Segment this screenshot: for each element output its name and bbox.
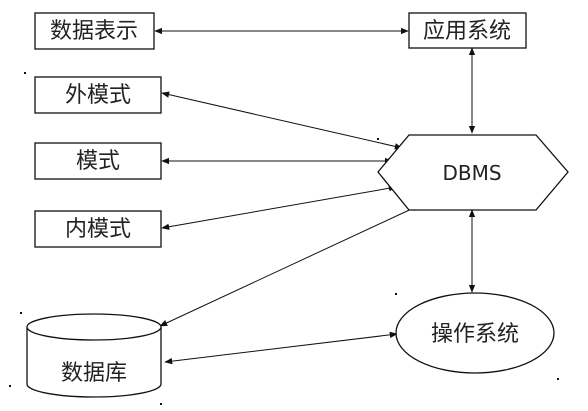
arrow-external-schema-dbms <box>161 91 403 150</box>
label-internal-schema: 内模式 <box>65 217 131 242</box>
label-schema: 模式 <box>76 149 120 174</box>
node-internal-schema: 内模式 <box>34 210 162 248</box>
node-schema: 模式 <box>34 142 162 180</box>
label-dbms: DBMS <box>442 161 501 185</box>
node-dbms: DBMS <box>377 134 569 211</box>
node-external-schema: 外模式 <box>34 76 162 114</box>
arrow-internal-schema-dbms <box>161 185 397 230</box>
label-application-system: 应用系统 <box>423 19 511 44</box>
node-database: 数据库 <box>26 313 162 398</box>
label-external-schema: 外模式 <box>65 83 131 108</box>
arrow-database-operating-system <box>164 331 398 365</box>
label-data-representation: 数据表示 <box>50 19 138 44</box>
label-operating-system: 操作系统 <box>431 322 519 347</box>
node-application-system: 应用系统 <box>408 12 527 49</box>
arrow-database-dbms <box>159 204 421 327</box>
label-database: 数据库 <box>61 361 127 386</box>
node-operating-system: 操作系统 <box>395 292 555 374</box>
node-data-representation: 数据表示 <box>34 12 155 50</box>
stray-dots <box>9 72 559 405</box>
connectors <box>154 27 476 365</box>
